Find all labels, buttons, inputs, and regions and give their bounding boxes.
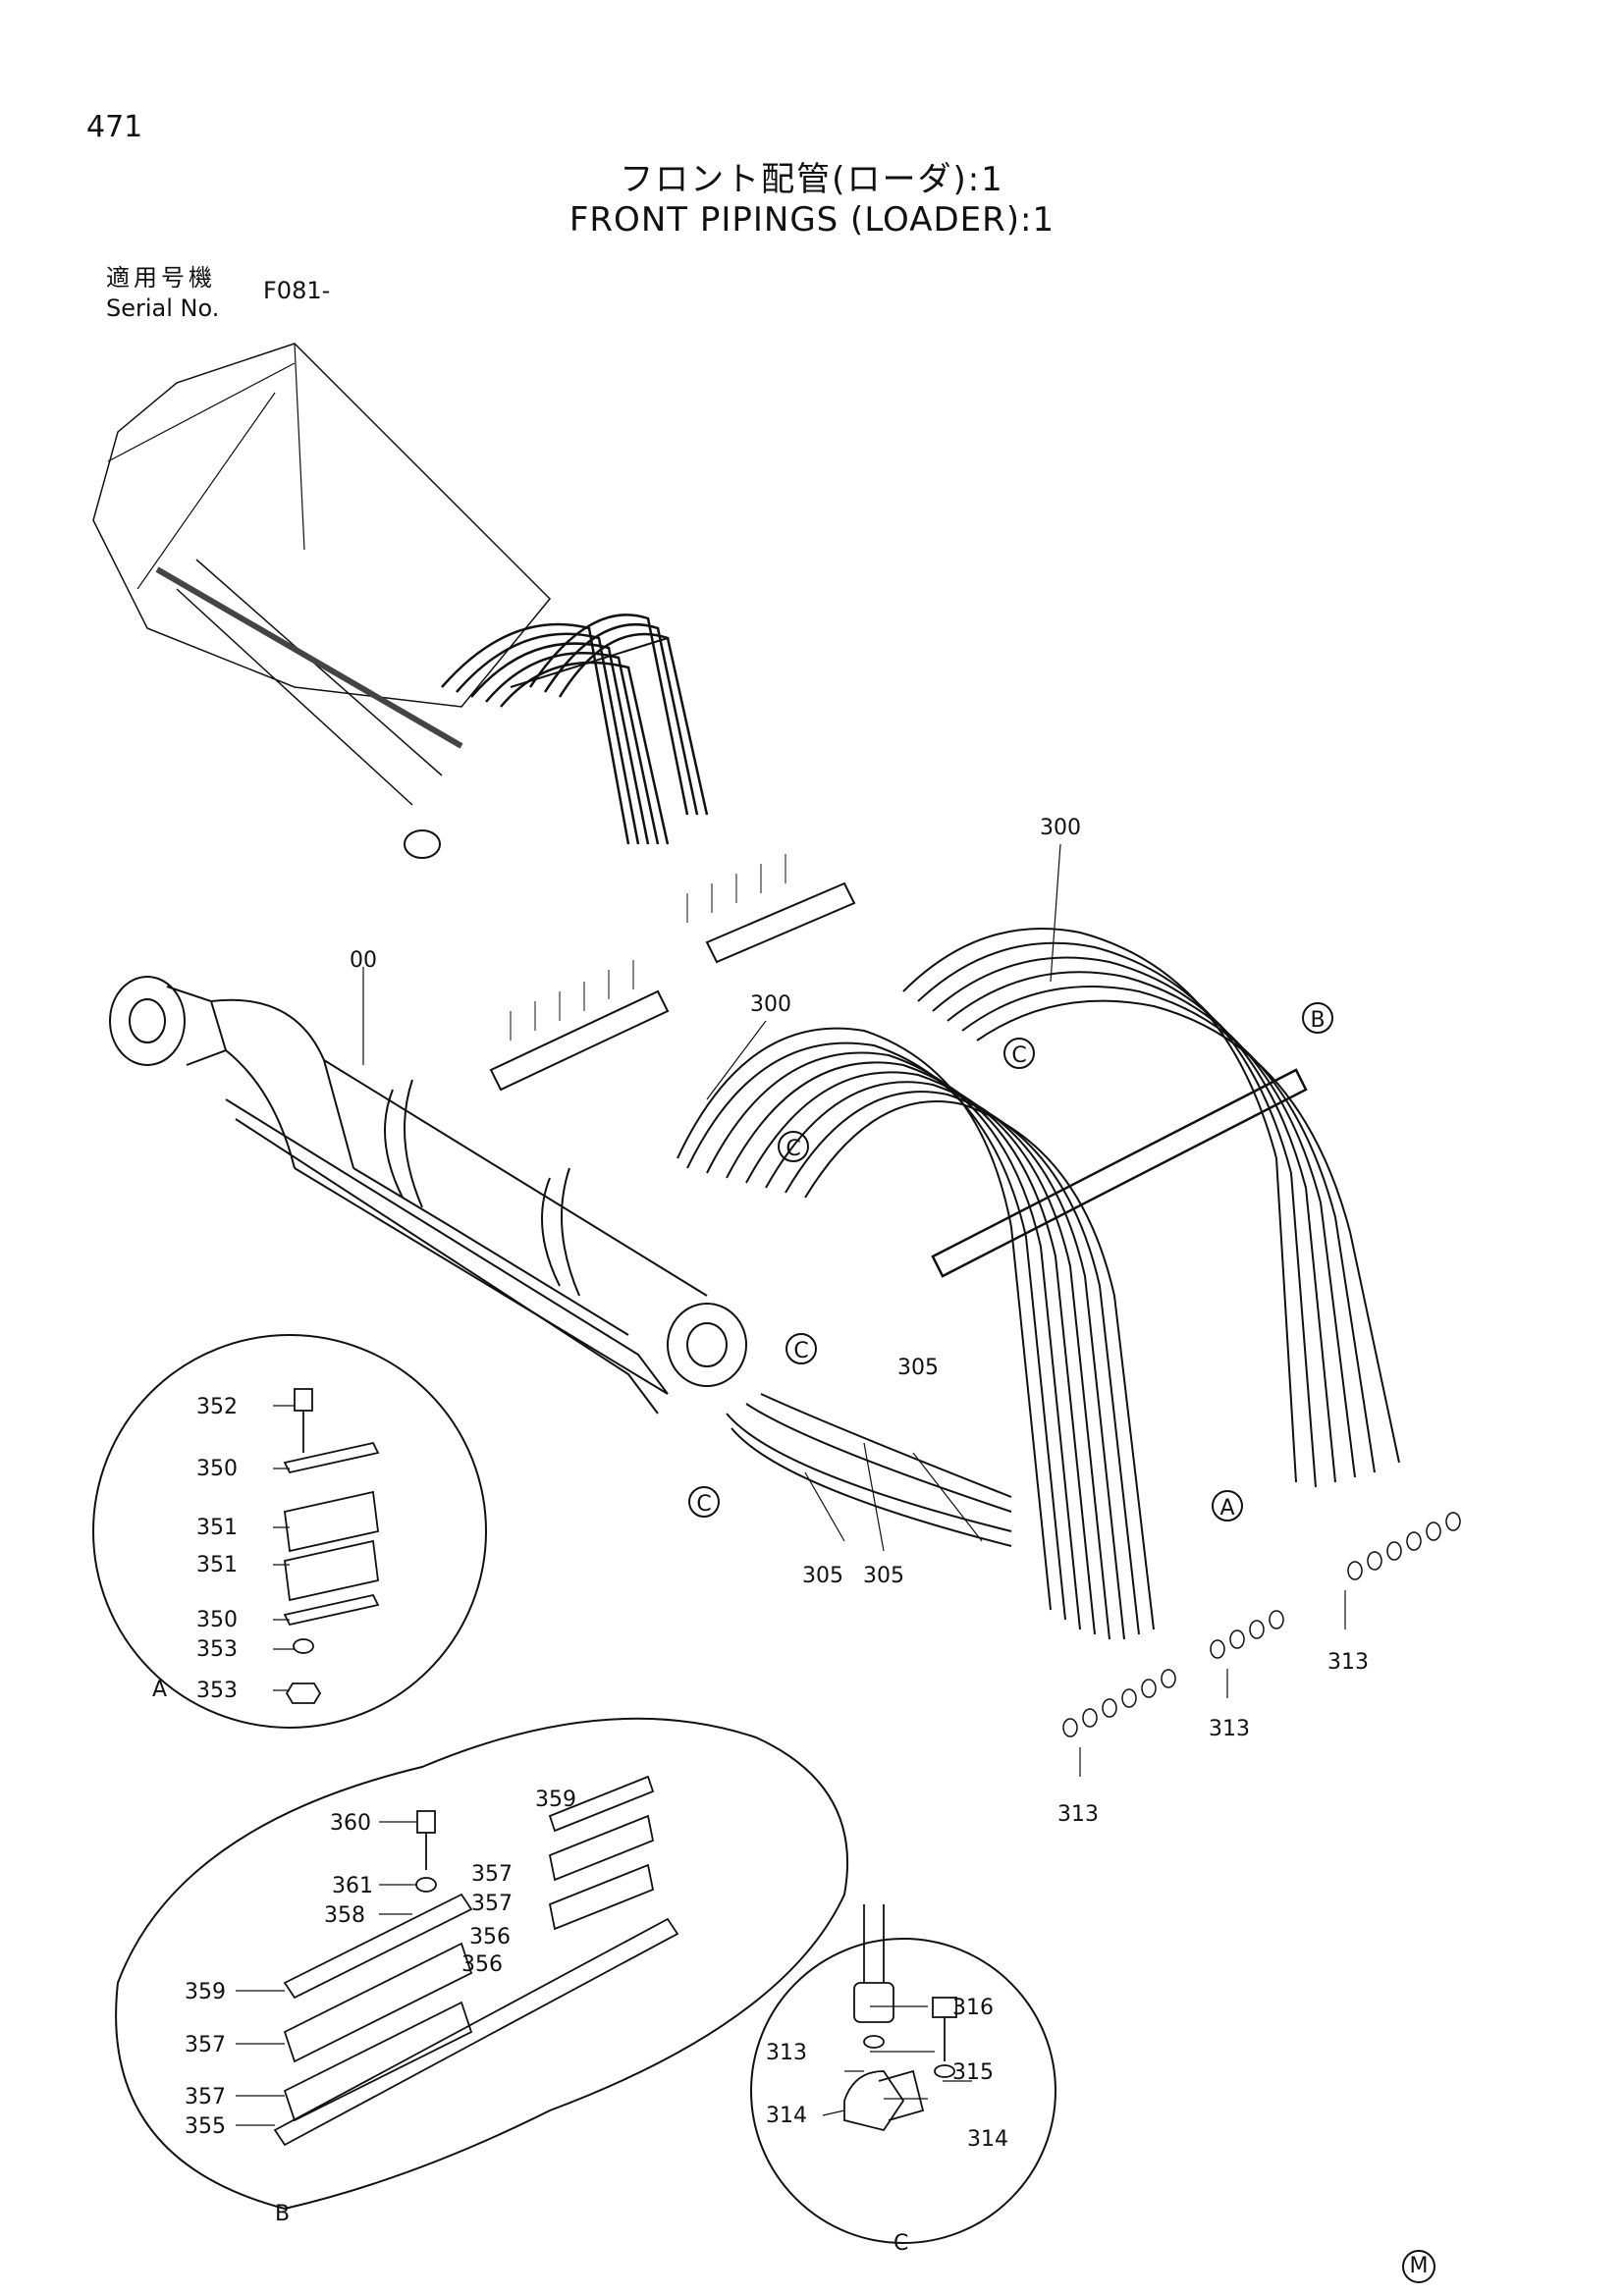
leader-lines [236, 843, 1346, 2126]
overview-hose-bundle [441, 614, 709, 845]
detail-b-label-357: 357 [471, 1862, 513, 1887]
detail-b-label-357: 357 [185, 2033, 226, 2057]
manufacturer-mark: M [1402, 2250, 1435, 2283]
detail-ref-c: C [793, 1339, 808, 1363]
part-label-305: 305 [802, 1564, 843, 1588]
part-label-300: 300 [750, 992, 791, 1017]
hose-assemblies-300 [677, 928, 1400, 1640]
detail-circle-a [92, 1334, 487, 1729]
part-label-313: 313 [1209, 1717, 1250, 1741]
detail-ref-c: C [1011, 1043, 1026, 1068]
detail-a-name: A [152, 1678, 167, 1702]
detail-b-label-357: 357 [185, 2085, 226, 2109]
detail-b-label-359: 359 [185, 1980, 226, 2004]
o-ring-seals [1062, 1512, 1461, 1737]
detail-b-label-360: 360 [330, 1811, 371, 1836]
detail-ref-c: C [696, 1492, 711, 1517]
detail-a-label-350: 350 [196, 1457, 238, 1481]
part-label-305: 305 [897, 1356, 939, 1380]
detail-ref-b: B [1310, 1008, 1325, 1033]
detail-ref-a: A [1219, 1496, 1234, 1521]
page-title-english: FRONT PIPINGS (LOADER):1 [568, 200, 1056, 240]
detail-b-label-357: 357 [471, 1892, 513, 1916]
detail-c-label-316: 316 [952, 1996, 994, 2020]
detail-a-label-351: 351 [196, 1553, 238, 1577]
detail-c-label-314: 314 [967, 2127, 1008, 2152]
detail-a-label-353: 353 [196, 1637, 238, 1662]
serial-label-english: Serial No. [106, 294, 220, 322]
detail-ref-c: C [785, 1137, 800, 1161]
hoses-305 [726, 1393, 1012, 1547]
detail-b-name: B [275, 2202, 290, 2226]
fitting-blocks [489, 854, 856, 1092]
serial-label-japanese: 適用号機 [106, 264, 216, 292]
detail-b-label-356: 356 [469, 1925, 511, 1949]
detail-b-label-356: 356 [461, 1952, 503, 1977]
detail-c-label-314: 314 [766, 2104, 807, 2128]
detail-c-name: C [893, 2231, 908, 2256]
detail-b-label-361: 361 [332, 1874, 373, 1898]
page-number: 471 [86, 110, 143, 144]
part-label-313: 313 [1057, 1802, 1099, 1827]
page-title-japanese: フロント配管(ローダ):1 [620, 160, 1004, 199]
part-label-00: 00 [350, 948, 377, 973]
overview-boom-sketch [92, 343, 709, 859]
part-label-300: 300 [1040, 816, 1081, 840]
part-label-305: 305 [863, 1564, 904, 1588]
detail-c-label-313: 313 [766, 2041, 807, 2065]
detail-b-label-359: 359 [535, 1788, 576, 1812]
detail-a-label-351: 351 [196, 1516, 238, 1540]
detail-a-label-353: 353 [196, 1679, 238, 1703]
detail-circle-c [750, 1904, 1056, 2244]
detail-a-label-352: 352 [196, 1395, 238, 1419]
boom-cylinder [109, 976, 747, 1415]
detail-c-label-315: 315 [952, 2060, 994, 2085]
serial-number-value: F081- [263, 277, 331, 304]
part-label-313: 313 [1327, 1650, 1369, 1675]
detail-b-label-358: 358 [324, 1903, 365, 1928]
reference-callouts [688, 1002, 1333, 1522]
detail-b-label-355: 355 [185, 2114, 226, 2139]
detail-a-label-350: 350 [196, 1608, 238, 1632]
